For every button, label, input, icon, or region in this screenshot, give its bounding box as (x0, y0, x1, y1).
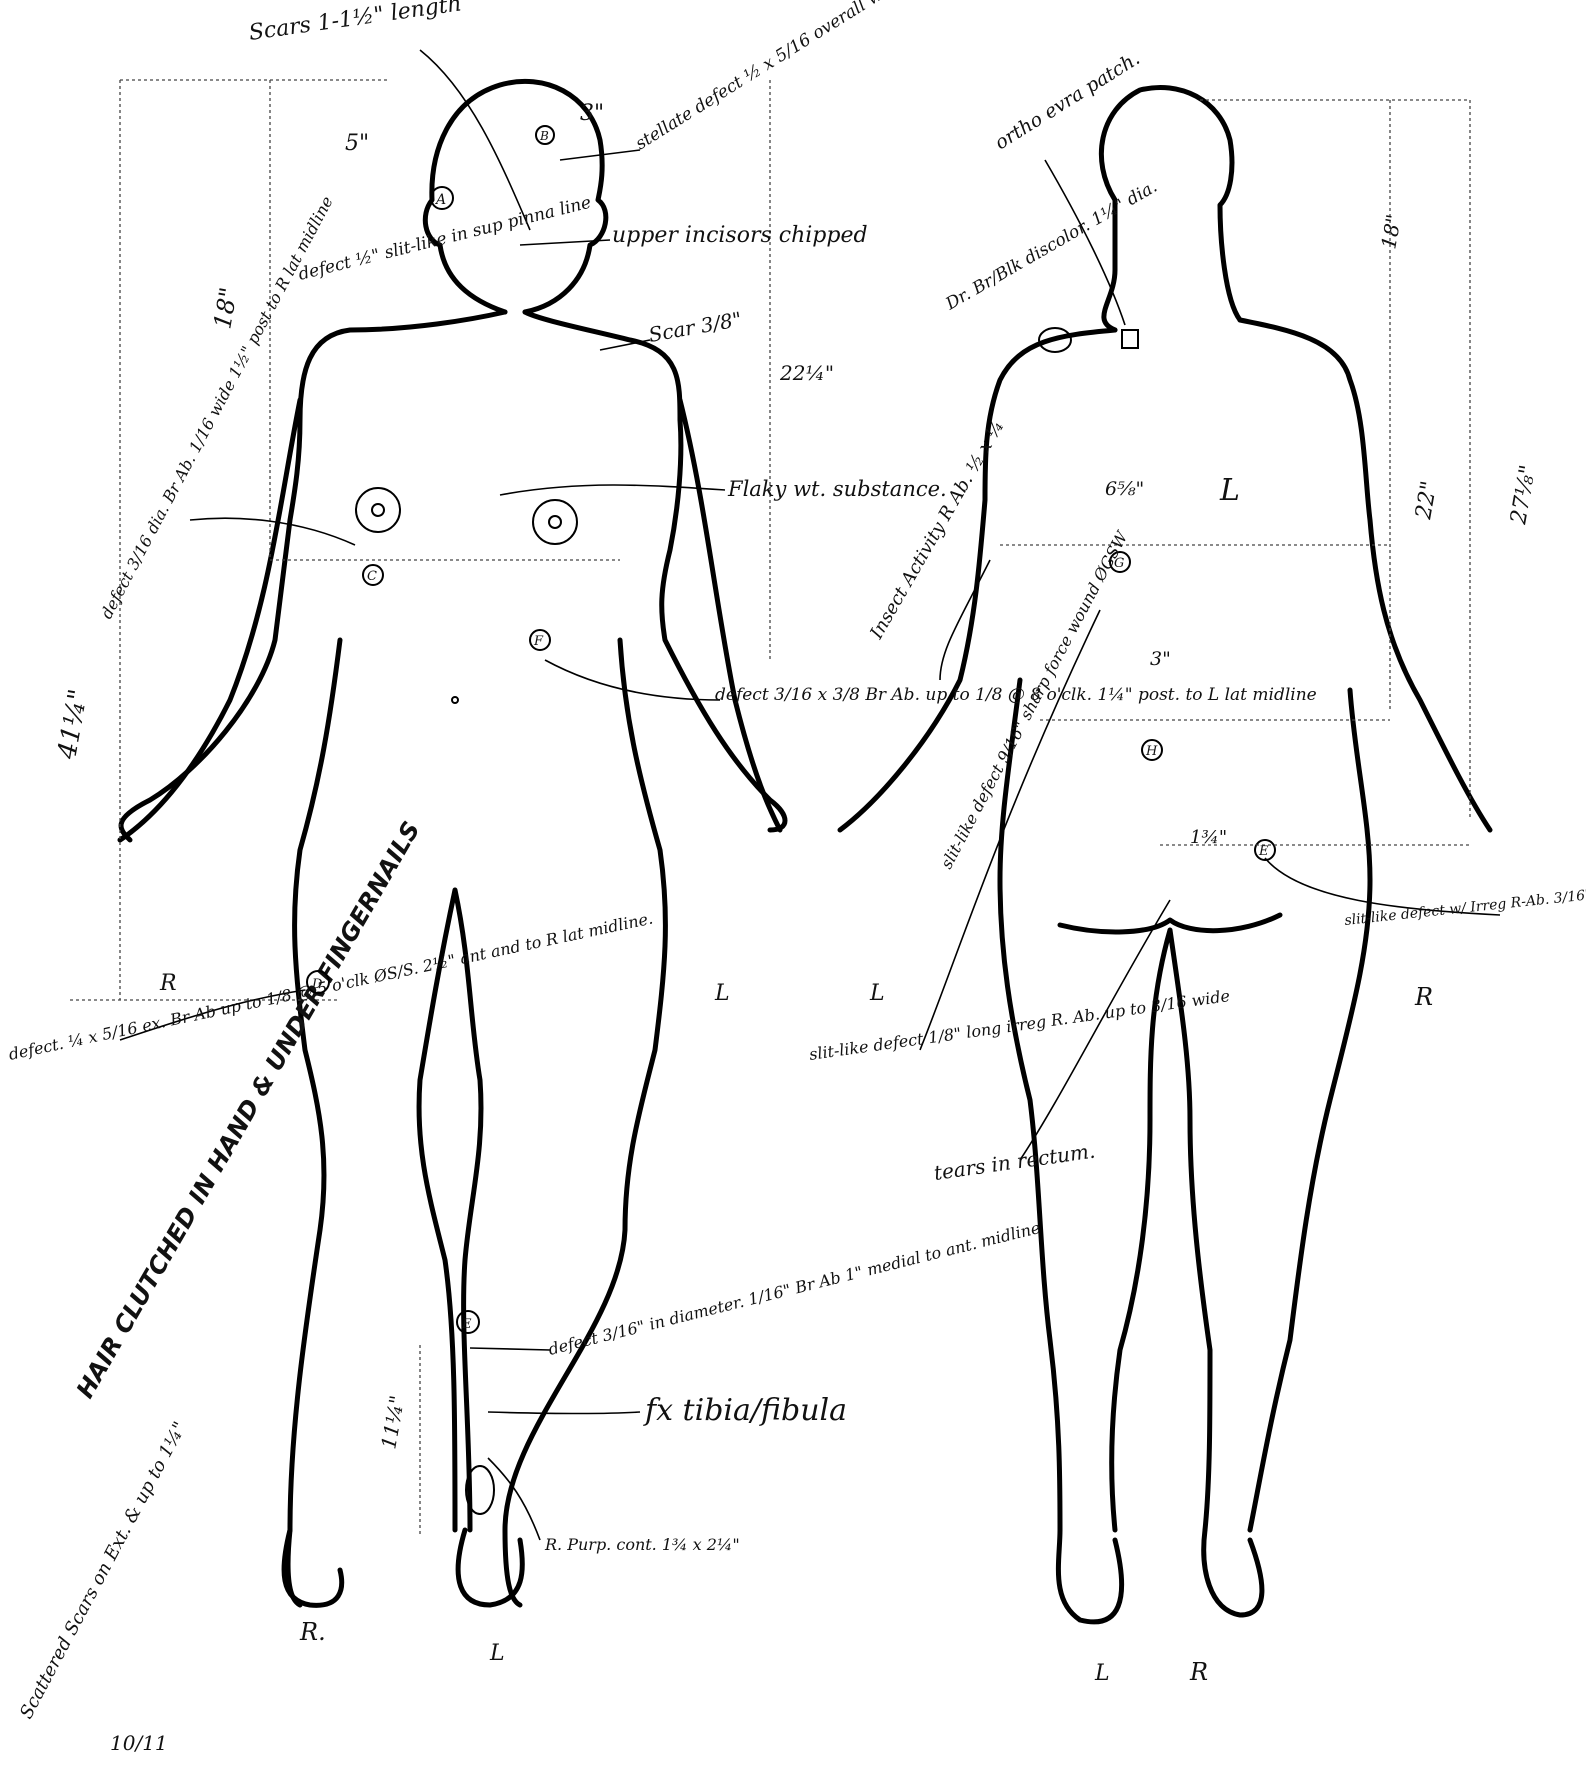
leader-flaky (500, 485, 725, 495)
side-label-back-r-foot: R (1189, 1658, 1208, 1686)
marker-h: H (1145, 744, 1158, 759)
side-label-back-r-hand: R (1414, 983, 1433, 1011)
annotation-discolor: Dr. Br/Blk discolor. 1¼" dia. (942, 177, 1161, 315)
back-body-figure (840, 87, 1490, 1621)
side-label-front-r-hand: R (159, 971, 177, 996)
annotation-flaky: Flaky wt. substance. (727, 477, 947, 501)
measurement-22-4: 22¼" (779, 361, 834, 385)
marker-a: A (434, 192, 446, 208)
measurement-11-4: 11¼" (376, 1393, 409, 1450)
annotation-date: 10/11 (110, 1731, 168, 1755)
marker-labels: A B C D E F G H E (307, 126, 1269, 1333)
annotation-texts: Scars 1-1½" length stellate defect ½ x 5… (7, 0, 1586, 1755)
measurement-27: 27⅛" (1506, 463, 1541, 527)
measurement-6-5-8: 6⅝" (1105, 478, 1144, 500)
front-navel (452, 697, 458, 703)
front-right-breast (356, 488, 400, 532)
marker-g: G (1114, 556, 1124, 571)
measurement-5: 5" (345, 131, 369, 156)
annotation-fx: fx tibia/fibula (643, 1393, 847, 1428)
annotation-tears: tears in rectum. (932, 1139, 1096, 1185)
back-patch-square (1122, 330, 1138, 348)
annotation-hair-clutched: HAIR CLUTCHED IN HAND & UNDER FINGERNAIL… (71, 817, 426, 1403)
front-left-nipple (549, 516, 561, 528)
back-legs-outline (1000, 680, 1370, 1530)
measurement-18: 18" (208, 285, 243, 331)
back-torso-outline (840, 320, 1490, 830)
annotation-incisors: upper incisors chipped (612, 223, 868, 248)
measurement-3: 3" (580, 101, 604, 126)
marker-e2: E (1258, 844, 1269, 859)
measurement-18b: 18" (1376, 213, 1406, 251)
annotation-slit-right: slit-like defect w/ Irreg R-Ab. 3/16" lo… (1344, 877, 1586, 929)
leader-fx (488, 1412, 640, 1414)
leader-knee (470, 1348, 550, 1350)
annotation-stellate: stellate defect ½ x 5/16 overall with 3/… (632, 0, 1122, 154)
annotation-insect: Insect Activity R Ab. ½ x ¼ (866, 417, 1009, 644)
side-label-front-l-foot: L (489, 1641, 505, 1666)
side-label-back-l-foot: L (1094, 1661, 1110, 1686)
annotation-defect-flank: defect 3/16 x 3/8 Br Ab. up to 1/8 @ 8 o… (715, 685, 1317, 705)
marker-d: D (311, 977, 323, 992)
front-legs-outline (288, 640, 665, 1605)
side-label-front-r-foot: R. (299, 1618, 326, 1646)
marker-c: C (367, 569, 377, 584)
annotation-purp: R. Purp. cont. 1¾ x 2¼" (544, 1535, 740, 1554)
marker-f: F (533, 634, 544, 649)
annotation-scattered: Scattered Scars on Ext. & up to 1¼" (16, 1418, 191, 1722)
front-left-breast (533, 500, 577, 544)
annotation-scar-shoulder: Scar 3/8" (647, 307, 744, 347)
measurement-1-3-4: 1¾" (1190, 827, 1227, 848)
leader-purp (488, 1458, 540, 1540)
marker-e: E (461, 1317, 472, 1332)
annotation-defect-knee: defect 3/16" in diameter. 1/16" Br Ab 1"… (546, 1218, 1042, 1359)
side-label-back-l-hand: L (869, 981, 885, 1006)
annotation-scars-head: Scars 1-1½" length (247, 0, 463, 46)
front-feet-outline (284, 1530, 522, 1605)
side-label-back-upper-l: L (1219, 473, 1240, 508)
measurement-41-4: 41¼" (52, 687, 94, 762)
measurement-3b: 3" (1150, 648, 1171, 670)
front-right-nipple (372, 504, 384, 516)
back-feet-outline (1058, 1530, 1262, 1622)
marker-b: B (539, 129, 549, 143)
measurement-22: 22" (1411, 479, 1442, 522)
leader-slit-lower (920, 610, 1100, 1050)
side-labels: R L L R R. L L R L (159, 473, 1433, 1686)
side-label-front-l-hand: L (714, 981, 730, 1006)
